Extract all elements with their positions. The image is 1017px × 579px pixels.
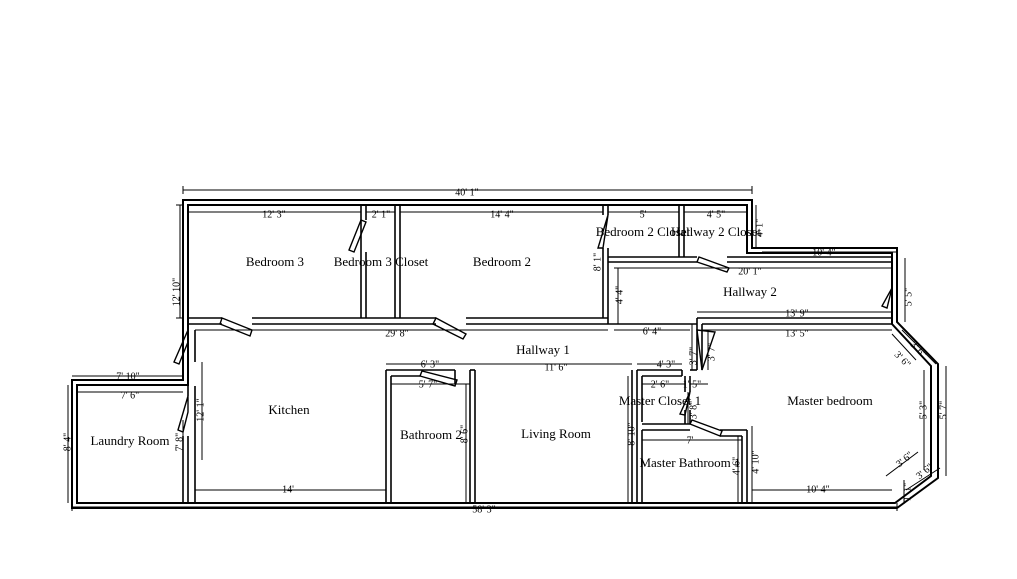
dim-hall-stub: 6' 4" (643, 326, 661, 337)
room-labels: Bedroom 3 Bedroom 3 Closet Bedroom 2 Bed… (90, 224, 872, 470)
doors (173, 214, 893, 437)
dim-hallway2-depth: 4' 4" (614, 286, 625, 304)
room-label-master-bathroom-1: Master Bathroom 1 (639, 455, 740, 470)
dim-kitchen-width: 14' (282, 484, 294, 495)
dim-master-closet-door: 1' 5" (683, 379, 701, 390)
dim-bedroom3-width: 12' 3" (262, 209, 285, 220)
dim-hallway2-length: 20' 1" (738, 266, 761, 277)
dim-master-bath-width: 7' (687, 435, 694, 446)
dim-hallway2-upper-width: 10' 4" (812, 247, 835, 258)
room-label-hallway-2-closet: Hallway 2 Closet (671, 224, 762, 239)
dim-step-height-inner: 3' 7" (706, 343, 717, 361)
dim-bay-lower-outer: 3' 6" (914, 462, 935, 482)
dim-bedroom2-closet-width: 5' (640, 209, 647, 220)
room-label-hallway-2: Hallway 2 (723, 284, 777, 299)
dim-step-height: 3' 7" (688, 347, 699, 365)
dim-laundry-outer-width: 7' 10" (116, 371, 139, 382)
room-label-laundry-room: Laundry Room (90, 433, 169, 448)
dim-master-bath-height: 4' 6" (731, 457, 742, 475)
dim-bathroom2-height: 8' 6" (459, 425, 470, 443)
dim-hallway2-closet-depth: 4' 1" (754, 219, 765, 237)
dim-laundry-height: 8' 4" (62, 433, 73, 451)
dim-bedroom3-closet-width: 2' 1" (372, 209, 390, 220)
dim-living-room-width: 11' 6" (544, 362, 567, 373)
dim-bathroom2-inner-width: 5' 7" (419, 379, 437, 390)
dim-bedroom2-closet-depth: 8' 1" (592, 253, 603, 271)
dimension-lines (67, 186, 947, 511)
dim-bathroom2-outer-width: 6' 3" (421, 359, 439, 370)
dim-top-total: 40' 1" (455, 187, 478, 198)
room-label-kitchen: Kitchen (268, 402, 310, 417)
dim-bay-mid-outer: 5' 7" (938, 401, 949, 419)
exterior-walls (71, 199, 939, 509)
room-label-bathroom-2: Bathroom 2 (400, 427, 462, 442)
room-label-master-closet-1: Master Closet 1 (619, 393, 701, 408)
room-label-bedroom-3-closet: Bedroom 3 Closet (334, 254, 429, 269)
dim-laundry-inner-height: 7' 8" (174, 433, 185, 451)
dim-bedroom2-width: 14' 4" (490, 209, 513, 220)
dim-master-top-inner: 13' 5" (785, 328, 808, 339)
dim-right-upper-height: 5' 5" (903, 288, 914, 306)
dim-master-bed-bottom: 10' 4" (806, 484, 829, 495)
room-label-living-room: Living Room (521, 426, 591, 441)
dim-living-room-height: 8' 10" (626, 422, 637, 445)
dim-bay-mid-inner: 5' 3" (918, 401, 929, 419)
dim-kitchen-height: 12' 1" (195, 398, 206, 421)
dim-master-closet-outer-width: 4' 3" (657, 359, 675, 370)
dim-laundry-inner-width: 7' 6" (121, 390, 139, 401)
room-label-bedroom-2-closet: Bedroom 2 Closet (596, 224, 691, 239)
dim-bay-upper-outer: 3' 6" (908, 339, 929, 360)
dim-master-bed-height: 4' 10" (750, 450, 761, 473)
dim-master-top-outer: 13' 9" (785, 308, 808, 319)
dim-master-closet-height: 3' 8" (688, 401, 699, 419)
room-label-bedroom-3: Bedroom 3 (246, 254, 304, 269)
dim-bottom-total: 58' 3" (472, 504, 495, 515)
room-label-master-bedroom: Master bedroom (787, 393, 873, 408)
room-label-bedroom-2: Bedroom 2 (473, 254, 531, 269)
dim-left-upper-height: 12' 10" (171, 278, 182, 306)
dim-hallway1-length: 29' 8" (385, 328, 408, 339)
dim-bay-small: 1' 1" (902, 483, 913, 501)
dim-master-closet-inner-width: 2' 6" (651, 379, 669, 390)
interior-walls (182, 205, 892, 503)
dim-hallway2-closet-width: 4' 5" (707, 209, 725, 220)
room-label-hallway-1: Hallway 1 (516, 342, 570, 357)
